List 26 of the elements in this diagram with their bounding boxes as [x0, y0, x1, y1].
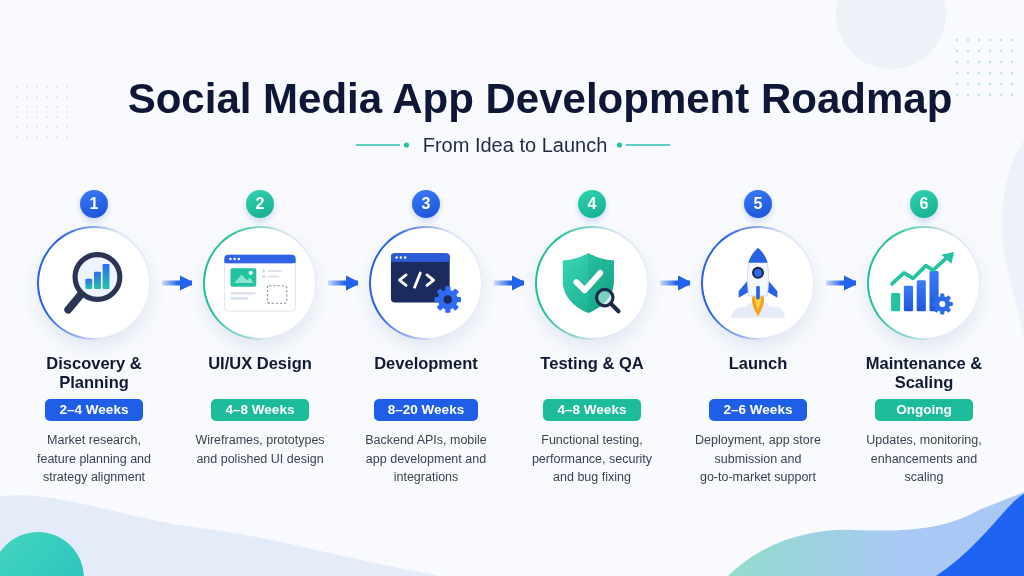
duration-pill: 2–4 Weeks	[45, 399, 143, 421]
step-description: Functional testing, performance, security and bug fixing	[530, 432, 654, 486]
step-title: UI/UX Design	[208, 354, 312, 373]
duration-pill: 4–8 Weeks	[543, 399, 641, 421]
step-title: Maintenance & Scaling	[864, 354, 984, 392]
step-description: Backend APIs, mobile app development and integrations	[364, 432, 488, 486]
step-description: Updates, monitoring, enhancements and scaling	[865, 432, 983, 486]
duration-pill: 2–6 Weeks	[709, 399, 807, 421]
duration-pill: Ongoing	[875, 399, 973, 421]
duration-pill: 4–8 Weeks	[211, 399, 309, 421]
step-description: Market research, feature planning and strategy alignment	[36, 432, 152, 486]
diagram-title: Social Media App Development Roadmap	[126, 74, 954, 124]
step-title: Testing & QA	[540, 354, 644, 373]
step-number-badge: 1	[80, 190, 108, 218]
step-number-badge: 6	[910, 190, 938, 218]
step-title: Launch	[728, 354, 788, 373]
duration-pill: 8–20 Weeks	[373, 399, 479, 421]
step-number-badge: 5	[744, 190, 772, 218]
step-number-badge: 3	[412, 190, 440, 218]
step-title: Development	[374, 354, 478, 373]
step-description: Deployment, app store submission and go-to-market support	[694, 432, 822, 486]
subtitle: From Idea to Launch	[421, 133, 609, 158]
step-description: Wireframes, prototypes and polished UI design	[194, 432, 326, 468]
step-number-badge: 2	[246, 190, 274, 218]
step-title: Discovery & Planning	[45, 354, 143, 392]
step-number-badge: 4	[578, 190, 606, 218]
